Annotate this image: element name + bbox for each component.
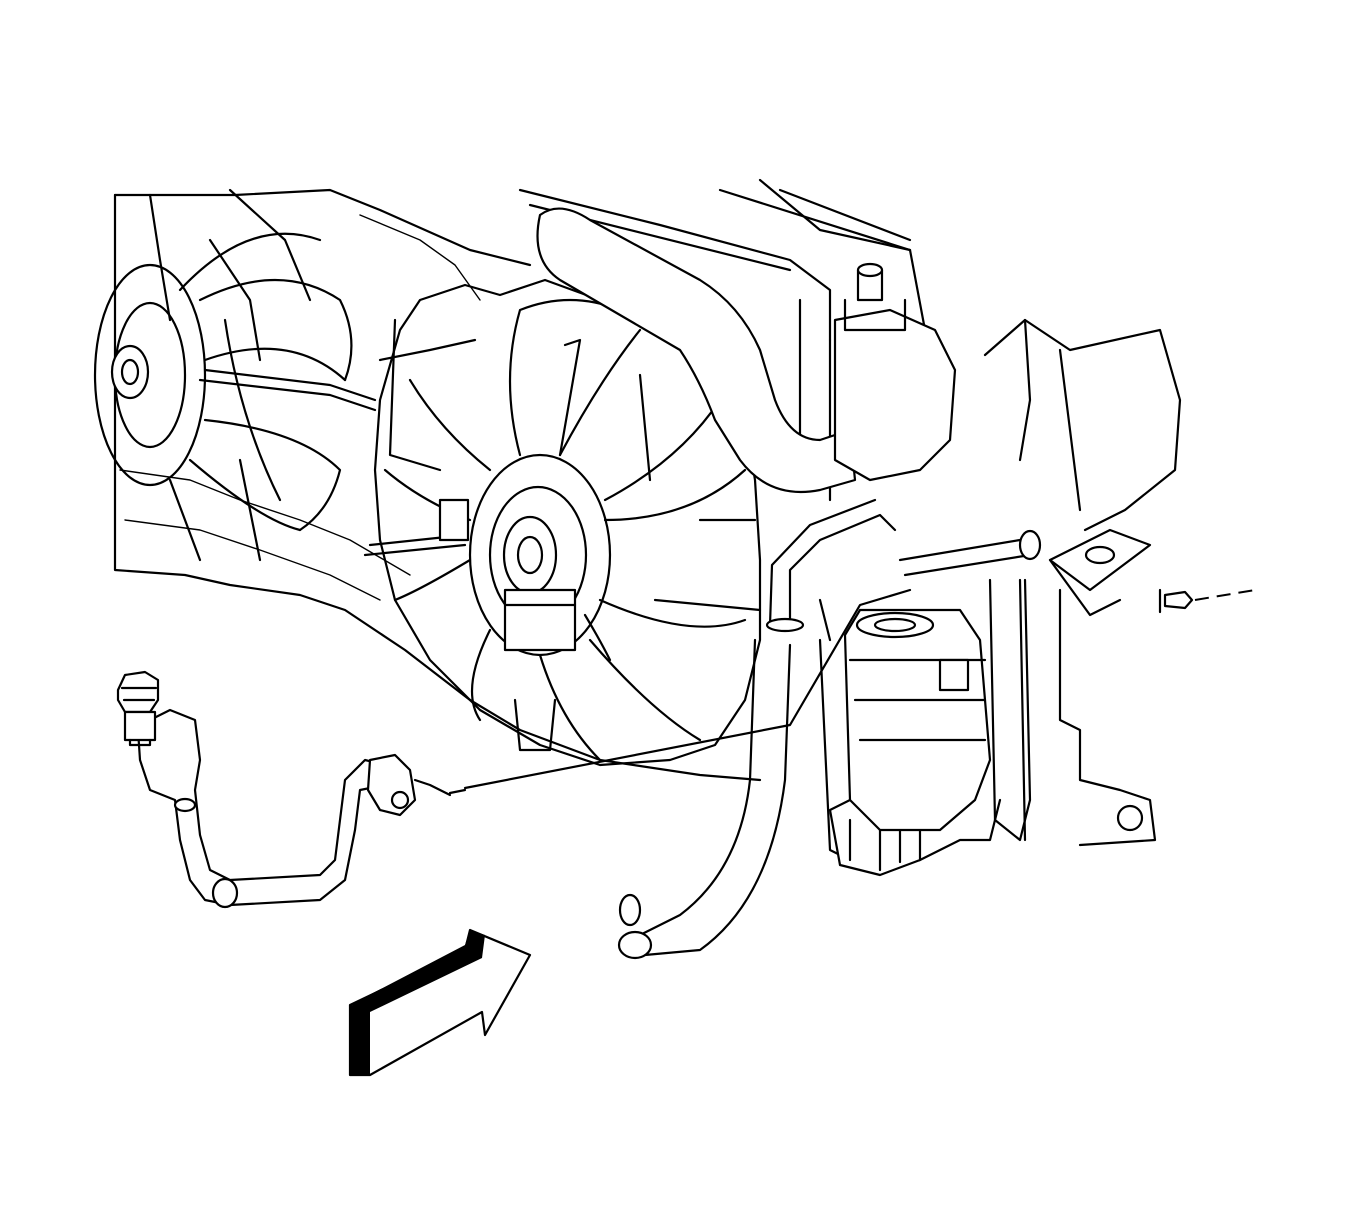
view-arrow [348,928,532,1077]
bracket-bolt [1158,588,1256,614]
fan-shroud [113,188,762,782]
mounting-bracket [983,318,1182,847]
receiver-dehydrator [833,262,992,832]
left-cooling-fan [93,232,377,562]
right-cooling-fan [363,278,762,767]
ac-pressure-sensor [116,670,160,747]
ac-refrigerant-line [136,498,1042,909]
lower-radiator-hose [617,638,792,960]
